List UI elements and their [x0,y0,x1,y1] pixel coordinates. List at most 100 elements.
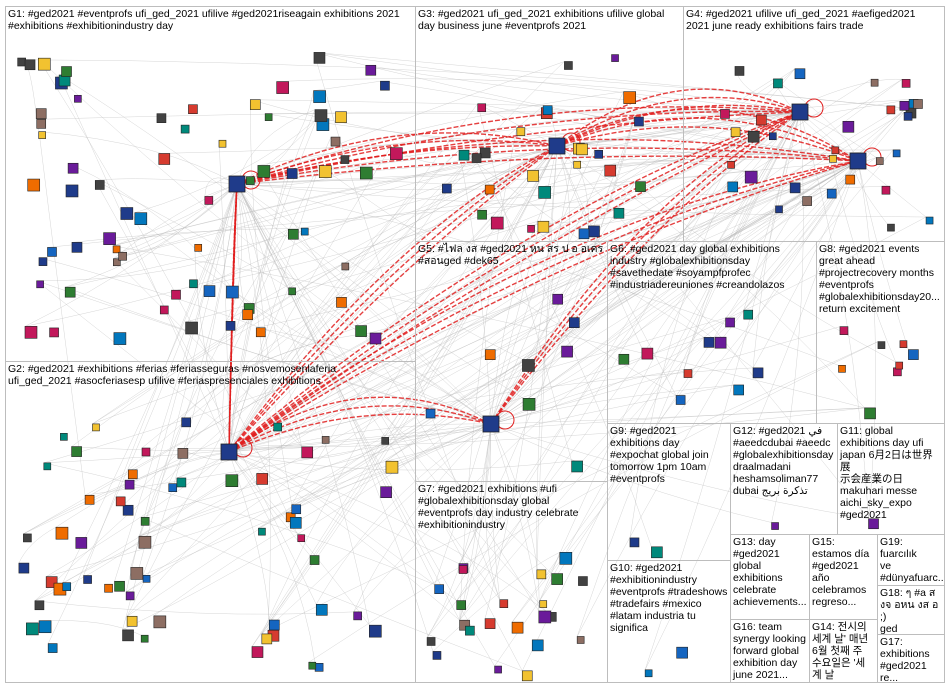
group-g13-box: G13: day #ged2021 global exhibitions cel… [730,534,810,620]
node-avatar [886,105,896,115]
hub-node-avatar [849,152,867,170]
node-avatar [521,670,533,682]
node-avatar [24,59,36,71]
node-avatar [831,146,840,155]
edge-light [228,451,370,626]
node-avatar [84,494,95,505]
node-avatar [273,422,283,432]
node-avatar [613,207,625,219]
edge-highlight [228,111,801,453]
node-avatar [140,634,149,643]
node-avatar [875,157,884,165]
node-avatar [925,216,934,225]
node-avatar [181,417,191,428]
node-avatar [65,184,79,198]
group-g5-box: G5: #ไฟล งส #ged2021 หน สร ป อ อเคร #สอน… [415,241,608,482]
node-avatar [381,437,389,445]
edge-light [218,140,230,453]
node-avatar [291,504,302,515]
edge-highlight [228,413,492,453]
group-g11-label: G11: global exhibitions day ufi japan 6月… [840,425,933,521]
edge-light [426,423,492,638]
edge-light [556,145,865,409]
node-avatar [459,619,470,631]
node-avatar [141,447,151,457]
node-avatar [756,114,767,126]
group-g4-label: G4: #ged2021 ufilive ufi_ged_2021 #aefig… [686,8,916,32]
node-avatar [225,321,236,331]
node-avatar [127,469,138,480]
edge-light [261,145,558,635]
edge-light [390,110,801,148]
node-avatar [390,147,403,160]
node-avatar [551,573,563,585]
node-avatar [881,185,891,195]
edge-light [34,170,528,601]
edge-light [250,99,558,147]
node-avatar [539,600,548,608]
edge-highlight [236,106,801,185]
node-avatar [38,257,48,266]
edge-light [38,58,298,535]
node-avatar [83,575,92,584]
node-avatar [26,622,39,636]
node-avatar [644,669,653,678]
edge-light [65,286,492,425]
edge-light [752,111,801,368]
edge-light [228,107,542,453]
edge-light [138,384,734,537]
edge-highlight [556,117,859,162]
node-avatar [27,178,41,192]
edge-light [18,526,57,564]
node-avatar [118,251,127,261]
edge-light [113,258,302,448]
node-avatar [286,168,298,179]
node-avatar [62,582,72,591]
node-avatar [434,584,444,594]
node-avatar [868,518,879,530]
group-g7-box: G7: #ged2021 exhibitions #ufi #globalexh… [415,481,608,683]
edge-highlight [228,405,492,453]
edge-light [588,68,796,227]
edge-highlight [556,88,801,147]
edge-light [829,155,896,363]
node-avatar [153,615,167,629]
node-avatar [426,637,436,646]
node-avatar [870,78,879,87]
edge-light [527,225,705,338]
node-avatar [134,212,148,225]
node-avatar [385,460,399,474]
node-avatar [730,127,741,138]
edge-light [138,183,238,537]
edge-light [113,183,238,259]
group-g12-label: G12: #ged2021 في #aeedcdubai #aeedc #glo… [733,425,834,497]
node-avatar [771,522,779,530]
node-avatar [538,186,551,199]
group-g7-label: G7: #ged2021 exhibitions #ufi #globalexh… [418,483,579,531]
node-avatar [542,105,553,115]
node-avatar [703,337,715,348]
node-avatar [264,113,273,121]
edge-light [527,159,746,172]
node-avatar [829,155,837,163]
node-avatar [511,621,524,634]
node-avatar [477,103,487,113]
node-avatar [747,130,760,143]
edge-light [635,181,896,363]
node-avatar [300,227,309,236]
node-avatar [159,305,169,315]
edge-light [228,161,728,453]
node-avatar [226,285,239,299]
node-avatar [104,583,113,593]
node-avatar [538,610,552,624]
node-avatar [158,153,171,165]
edge-light [490,216,927,425]
edge-light [36,280,492,425]
hub-node-avatar [791,103,809,121]
edge-light [426,111,801,638]
node-avatar [369,624,382,638]
node-avatar [336,297,347,308]
edge-light [236,99,910,185]
hub-node-avatar [482,415,500,433]
group-g14-label: G14: 전시의 세계 날' 매년 6월 첫째 주 수요일은 '세 계 날 [812,621,869,681]
